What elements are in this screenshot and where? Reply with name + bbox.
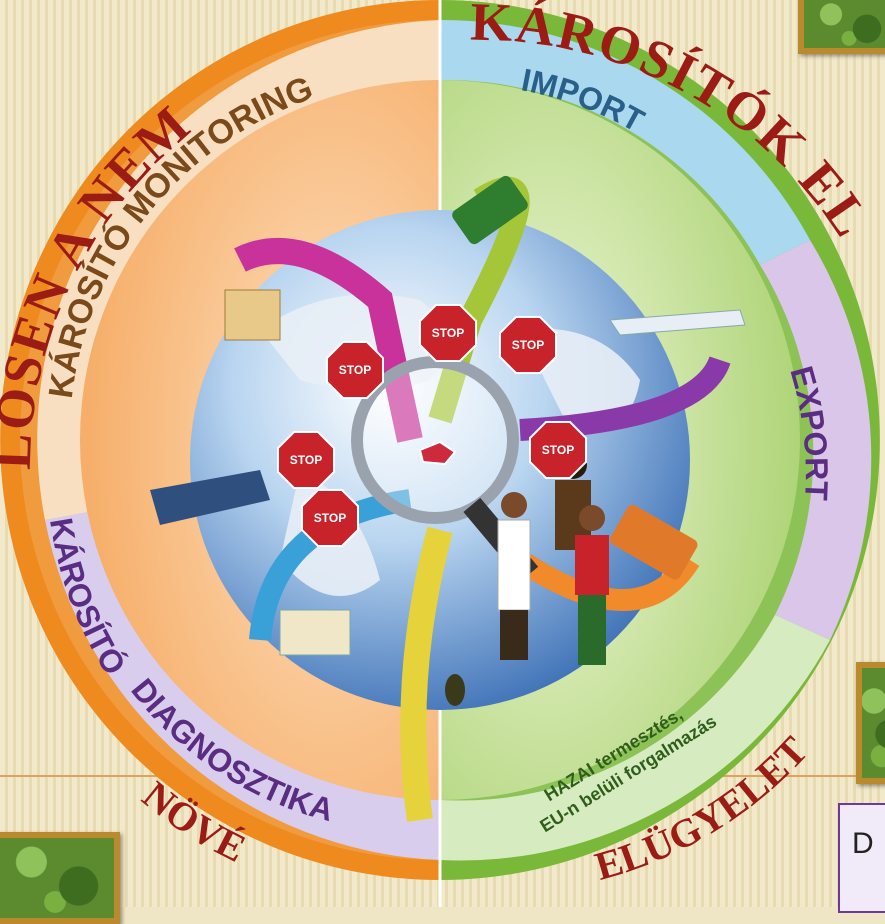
blue-arrow: [249, 489, 412, 642]
yellow-arrow: [400, 526, 453, 822]
import-band: [440, 19, 810, 266]
magnifier-glass: [351, 356, 519, 524]
callout-box: D: [838, 803, 885, 913]
magenta-arrow: [234, 238, 423, 443]
photo-top-right: [798, 0, 885, 54]
parcel-icon: [224, 289, 281, 341]
inspector-people-icon: [497, 451, 609, 665]
beetle-icon: [445, 674, 465, 706]
svg-text:STOP: STOP: [290, 453, 322, 467]
diagnostics-band: [45, 510, 440, 860]
hungary-map-icon: [418, 440, 457, 466]
monitoring-band: [37, 20, 440, 520]
stop-sign-3: STOP: [499, 316, 557, 374]
stop-sign-6: STOP: [529, 421, 587, 479]
airplane-icon: [609, 309, 746, 336]
svg-text:STOP: STOP: [339, 363, 371, 377]
truck-icon: [452, 175, 528, 245]
stop-sign-4: STOP: [277, 431, 335, 489]
ship-icon: [150, 470, 270, 525]
stop-sign-2: STOP: [419, 304, 477, 362]
photo-right: [856, 662, 885, 784]
svg-text:STOP: STOP: [432, 326, 464, 340]
export-band: [760, 240, 872, 640]
train-icon: [610, 504, 698, 580]
stop-sign-5: STOP: [301, 489, 359, 547]
domestic-band: [440, 615, 830, 861]
svg-text:STOP: STOP: [512, 338, 544, 352]
photo-bottom-left: [0, 832, 120, 924]
callout-text: D: [852, 827, 874, 860]
svg-text:STOP: STOP: [542, 443, 574, 457]
produce-crate-icon: [279, 609, 351, 656]
svg-text:STOP: STOP: [314, 511, 346, 525]
stop-sign-1: STOP: [326, 341, 384, 399]
